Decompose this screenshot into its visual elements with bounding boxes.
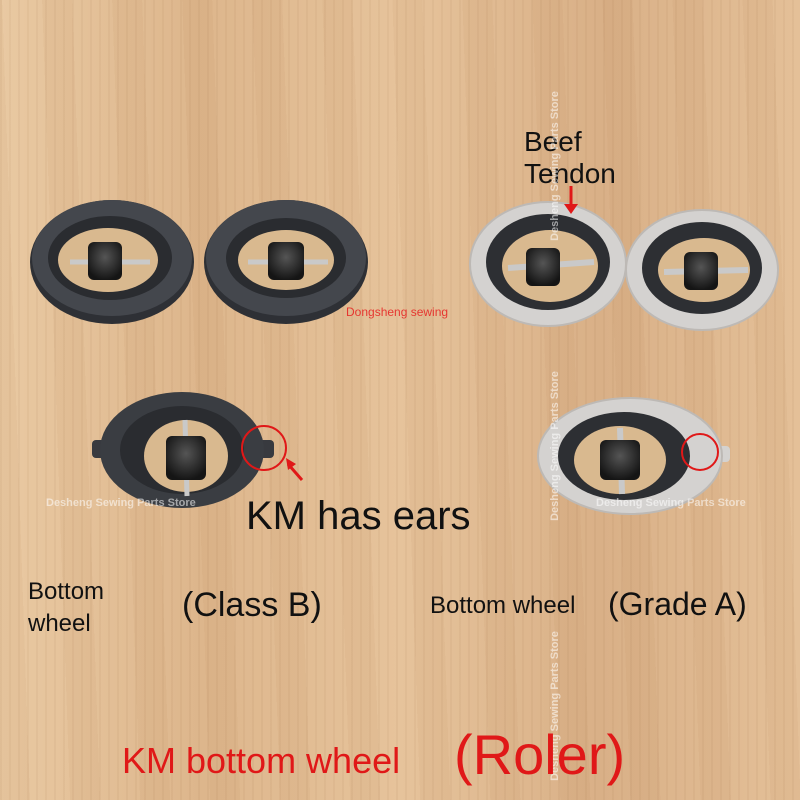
ear-highlight-circle-left [241,425,287,471]
grade-a-label: (Grade A) [608,586,747,622]
watermark-vertical-top: Desheng Sewing Parts Store [548,91,561,241]
bottom-wheel-left-line2: wheel [28,610,91,637]
bottom-wheel-left-line1: Bottom [28,578,105,605]
class-b-wheel-with-ears [92,392,274,508]
watermark-right: Desheng Sewing Parts Store [596,497,746,509]
footer-title: KM bottom wheel [122,740,401,781]
class-b-wheel-top-left [30,200,194,324]
grade-a-wheel-top-right [625,209,779,331]
tendon-label: Tendon [524,158,616,189]
class-b-wheel-top-right [204,200,368,324]
footer-roler: (Roler) [454,723,626,786]
km-has-ears-label: KM has ears [246,494,471,538]
class-b-label: (Class B) [182,586,322,624]
beef-label: Beef [524,126,582,157]
grade-a-wheel-with-ears [537,397,730,515]
bottom-wheel-right-label: Bottom wheel [430,592,576,619]
watermark-left: Desheng Sewing Parts Store [46,497,196,509]
watermark-vertical-mid: Desheng Sewing Parts Store [548,371,561,521]
ear-highlight-circle-right [681,433,719,471]
dongsheng-watermark: Dongsheng sewing [346,305,449,319]
